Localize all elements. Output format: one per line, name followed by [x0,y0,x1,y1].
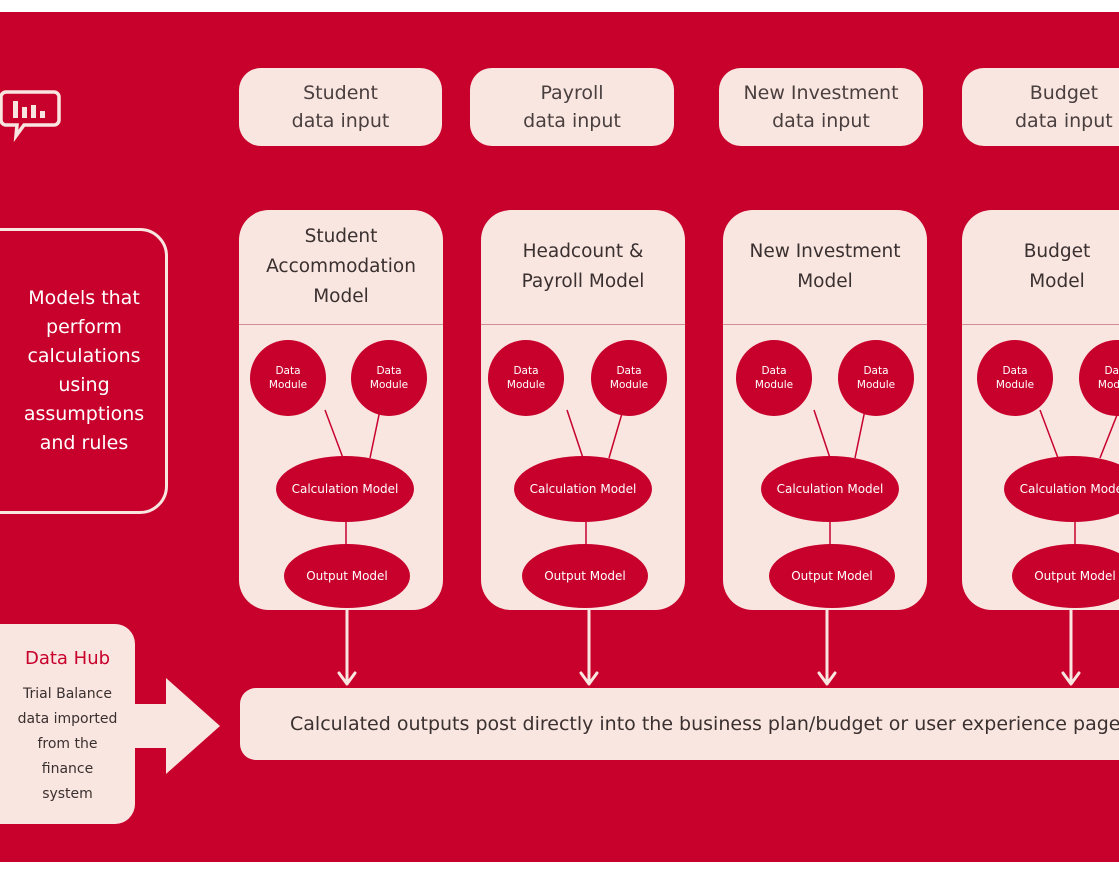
output-model: Output Model [284,544,410,608]
divider [723,324,927,325]
data-module: Data Module [736,340,812,416]
student-data-input: Student data input [239,68,442,146]
divider [239,324,443,325]
data-module: Data Module [351,340,427,416]
headcount-payroll-model: Headcount & Payroll Model Data Module Da… [481,210,685,610]
budget-data-input: Budget data input [962,68,1119,146]
budget-model: Budget Model Data Module Data Module Cal… [962,210,1119,610]
data-module: Data Module [591,340,667,416]
data-module: Data Module [838,340,914,416]
calculated-outputs-bar: Calculated outputs post directly into th… [240,688,1119,760]
payroll-data-input: Payroll data input [470,68,674,146]
data-hub-description: Trial Balance data imported from the fin… [17,686,118,802]
model-title: Headcount & Payroll Model [521,241,645,292]
chat-bar-chart-icon [0,90,61,143]
output-model: Output Model [769,544,895,608]
calculation-model: Calculation Model [1004,456,1119,522]
data-hub-box: Data Hub Trial Balance data imported fro… [0,624,135,824]
student-accommodation-model: Student Accommodation Model Data Module … [239,210,443,610]
divider [481,324,685,325]
calculation-model: Calculation Model [761,456,899,522]
model-title: Budget Model [1023,241,1091,292]
data-module: Data Module [250,340,326,416]
output-model: Output Model [1012,544,1119,608]
models-description-box: Models that perform calculations using a… [0,228,168,514]
diagram-canvas: Student data input Payroll data input Ne… [0,12,1119,862]
data-module: Data Module [1079,340,1119,416]
calculation-model: Calculation Model [514,456,652,522]
new-investment-data-input: New Investment data input [719,68,923,146]
data-module: Data Module [488,340,564,416]
new-investment-model: New Investment Model Data Module Data Mo… [723,210,927,610]
data-hub-title: Data Hub [24,648,111,669]
model-title: New Investment Model [749,241,901,292]
calculation-model: Calculation Model [276,456,414,522]
divider [962,324,1119,325]
model-title: Student Accommodation Model [266,226,416,307]
outputs-text: Calculated outputs post directly into th… [290,713,1119,735]
data-hub-arrow [130,678,220,774]
output-model: Output Model [522,544,648,608]
data-module: Data Module [977,340,1053,416]
